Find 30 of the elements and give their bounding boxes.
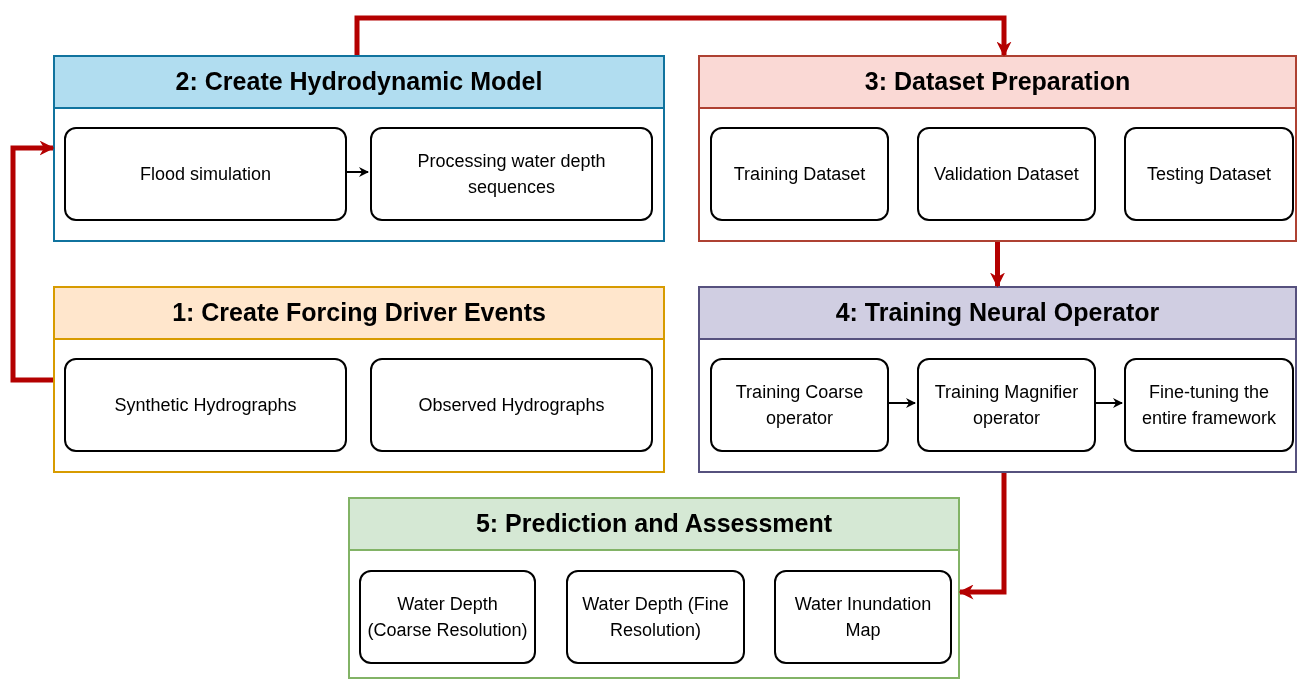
stage-heading: 1: Create Forcing Driver Events bbox=[55, 288, 663, 340]
step-box: Processing water depth sequences bbox=[370, 127, 653, 221]
stage-panel bbox=[348, 497, 960, 679]
step-box: Training Dataset bbox=[710, 127, 889, 221]
step-box: Water Depth (Coarse Resolution) bbox=[359, 570, 536, 664]
step-box: Validation Dataset bbox=[917, 127, 1096, 221]
arrow bbox=[1093, 398, 1123, 408]
step-box: Testing Dataset bbox=[1124, 127, 1294, 221]
arrow bbox=[886, 398, 916, 408]
stage-panel bbox=[53, 286, 665, 473]
arrow bbox=[10, 140, 55, 383]
arrow bbox=[958, 473, 1007, 600]
stage-panel bbox=[53, 55, 665, 242]
step-box: Fine-tuning the entire framework bbox=[1124, 358, 1294, 452]
stage-heading: 2: Create Hydrodynamic Model bbox=[55, 57, 663, 109]
step-box: Water Inundation Map bbox=[774, 570, 952, 664]
stage-heading: 4: Training Neural Operator bbox=[700, 288, 1295, 340]
stage-heading: 3: Dataset Preparation bbox=[700, 57, 1295, 109]
arrow bbox=[354, 15, 1012, 57]
arrow bbox=[990, 242, 1005, 288]
step-box: Water Depth (Fine Resolution) bbox=[566, 570, 745, 664]
step-box: Flood simulation bbox=[64, 127, 347, 221]
stage-panel bbox=[698, 55, 1297, 242]
step-box: Training Coarse operator bbox=[710, 358, 889, 452]
stage-panel bbox=[698, 286, 1297, 473]
step-box: Training Magnifier operator bbox=[917, 358, 1096, 452]
arrow bbox=[344, 167, 369, 177]
step-box: Synthetic Hydrographs bbox=[64, 358, 347, 452]
stage-heading: 5: Prediction and Assessment bbox=[350, 499, 958, 551]
step-box: Observed Hydrographs bbox=[370, 358, 653, 452]
